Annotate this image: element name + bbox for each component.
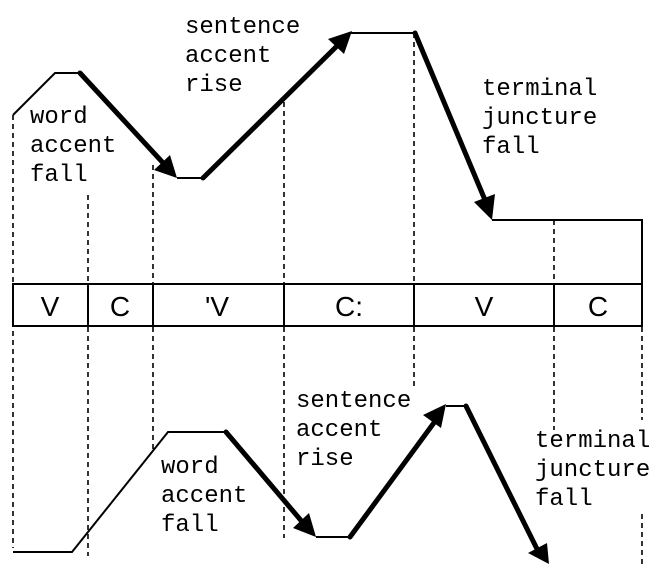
label-line: accent bbox=[296, 417, 382, 444]
bottom-sentence-accent-rise-arrowhead bbox=[423, 404, 446, 428]
segment-label: C bbox=[110, 291, 130, 322]
bottom-terminal-juncture-fall-label: terminal juncture fall bbox=[535, 428, 665, 513]
top-terminal-juncture-fall-arrow bbox=[412, 30, 488, 203]
top-sentence-accent-rise-arrowhead bbox=[328, 31, 352, 54]
segment-bar-frame bbox=[12, 283, 643, 327]
label-line: sentence bbox=[185, 14, 300, 41]
label-line: terminal bbox=[535, 428, 650, 455]
bottom-word-accent-fall-arrowhead bbox=[293, 513, 316, 537]
top-word-accent-fall-label: word accent fall bbox=[30, 104, 131, 189]
label-line: terminal bbox=[482, 76, 597, 103]
top-terminal-juncture-fall-label: terminal juncture fall bbox=[482, 76, 612, 161]
bottom-contour-line bbox=[13, 431, 226, 553]
top-sentence-accent-rise-arrow bbox=[200, 42, 341, 181]
label-line: rise bbox=[296, 446, 354, 473]
bottom-sentence-accent-rise-arrow bbox=[347, 417, 439, 540]
top-contour: word accent fall sentence accent rise te… bbox=[12, 14, 643, 300]
label-line: juncture bbox=[482, 105, 597, 132]
boundary-lines bbox=[12, 33, 643, 564]
label-line: accent bbox=[161, 483, 247, 510]
top-terminal-juncture-fall-arrowhead bbox=[474, 194, 495, 220]
bottom-sentence-accent-rise-label: sentence accent rise bbox=[296, 388, 426, 473]
segment-bar: V C 'V C: V C bbox=[12, 283, 643, 327]
segment-label: 'V bbox=[205, 291, 229, 322]
label-line: word bbox=[30, 104, 88, 131]
segment-label: C: bbox=[335, 291, 363, 322]
label-line: fall bbox=[30, 162, 88, 189]
top-contour-line-tail bbox=[492, 219, 643, 300]
bottom-contour: sentence accent rise word accent fall te… bbox=[13, 388, 665, 564]
label-line: accent bbox=[185, 43, 271, 70]
label-line: fall bbox=[482, 134, 540, 161]
top-contour-line bbox=[12, 72, 80, 116]
label-line: sentence bbox=[296, 388, 411, 415]
bottom-word-accent-fall-arrow bbox=[223, 429, 307, 527]
top-word-accent-fall-arrow bbox=[77, 70, 168, 168]
segment-label: V bbox=[41, 291, 60, 322]
label-line: juncture bbox=[535, 457, 650, 484]
bottom-word-accent-fall-label: word accent fall bbox=[161, 454, 262, 539]
label-line: rise bbox=[185, 72, 243, 99]
segment-label: V bbox=[475, 291, 494, 322]
label-line: word bbox=[161, 454, 219, 481]
bottom-terminal-juncture-fall-arrow bbox=[463, 403, 543, 558]
top-word-accent-fall-arrowhead bbox=[154, 155, 177, 178]
top-sentence-accent-rise-label: sentence accent rise bbox=[185, 14, 315, 99]
bottom-terminal-juncture-fall-arrowhead bbox=[528, 543, 549, 564]
label-line: fall bbox=[535, 486, 593, 513]
label-line: fall bbox=[161, 512, 219, 539]
segment-label: C bbox=[588, 291, 608, 322]
label-line: accent bbox=[30, 133, 116, 160]
